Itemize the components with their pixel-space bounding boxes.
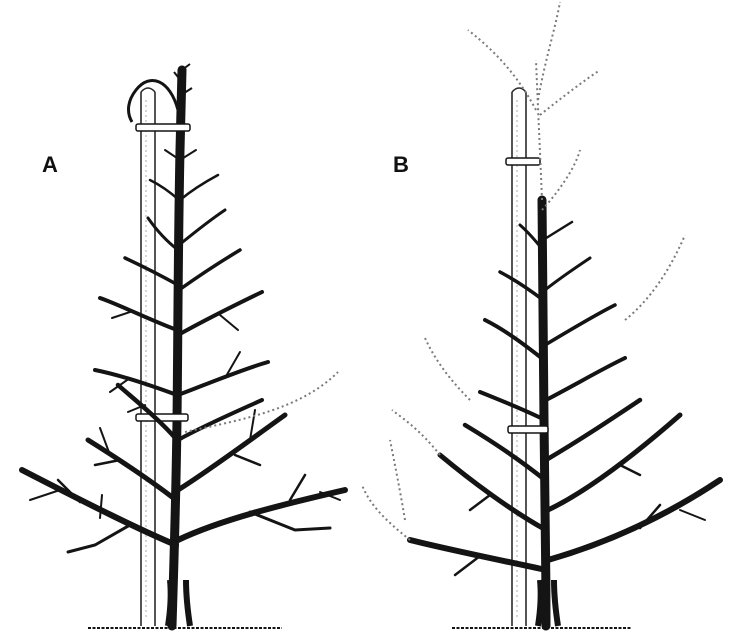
panel-b-tree <box>362 2 720 628</box>
panel-a-stake <box>141 88 155 626</box>
panel-b-stake <box>512 88 526 626</box>
panel-b-trunk <box>542 200 546 626</box>
panel-b-tie-upper <box>506 158 540 165</box>
panel-b-removed-shoots <box>362 2 685 540</box>
panel-a-leader-top <box>129 80 178 122</box>
panel-b-tie-lower <box>508 426 548 433</box>
panel-b-branches <box>410 222 720 575</box>
panel-a-tie-lower <box>136 414 188 421</box>
panel-a-tie-upper <box>136 124 190 131</box>
panel-a-tree <box>22 64 345 628</box>
